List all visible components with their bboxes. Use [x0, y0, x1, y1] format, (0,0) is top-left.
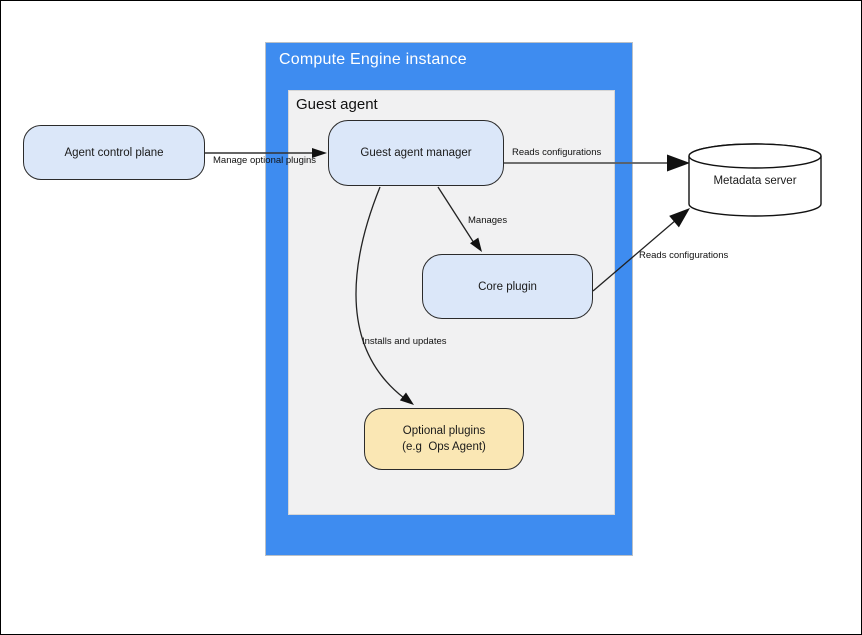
arrowhead-manage-optional-plugins	[312, 148, 327, 158]
edge-label-reads-configurations-manager: Reads configurations	[512, 147, 602, 158]
arrowhead-reads-configurations-manager	[667, 154, 690, 172]
arrowhead-manages	[470, 237, 482, 252]
optional-plugins-label-line2: (e.g Ops Agent)	[402, 441, 486, 453]
metadata-server-cylinder	[688, 143, 822, 217]
cylinder-top	[688, 143, 822, 169]
arrowhead-reads-configurations-core	[669, 208, 690, 228]
compute-engine-instance-title: Compute Engine instance	[279, 51, 467, 68]
arrow-manages	[437, 186, 475, 244]
optional-plugins-label-line1: Optional plugins	[402, 424, 486, 437]
arrow-reads-configurations-core	[592, 219, 677, 292]
arrowhead-installs-and-updates	[399, 392, 414, 405]
metadata-server-label: Metadata server	[689, 158, 821, 204]
node-optional-plugins: Optional plugins (e.g Ops Agent)	[364, 408, 524, 470]
guest-agent-title: Guest agent	[296, 96, 378, 113]
node-guest-agent-manager: Guest agent manager	[328, 120, 504, 186]
edge-label-manages: Manages	[468, 215, 508, 226]
node-core-plugin: Core plugin	[422, 254, 593, 319]
edge-label-installs-and-updates: Installs and updates	[362, 336, 447, 347]
metadata-server-label-text: Metadata server	[713, 175, 797, 187]
node-agent-control-plane: Agent control plane	[23, 125, 205, 180]
agent-control-plane-label: Agent control plane	[64, 146, 164, 159]
edge-label-manage-optional-plugins: Manage optional plugins	[213, 155, 316, 166]
arrow-installs-and-updates	[355, 186, 405, 399]
guest-agent-manager-label: Guest agent manager	[360, 147, 472, 159]
core-plugin-label: Core plugin	[478, 280, 537, 293]
edge-label-reads-configurations-core: Reads configurations	[639, 250, 729, 261]
